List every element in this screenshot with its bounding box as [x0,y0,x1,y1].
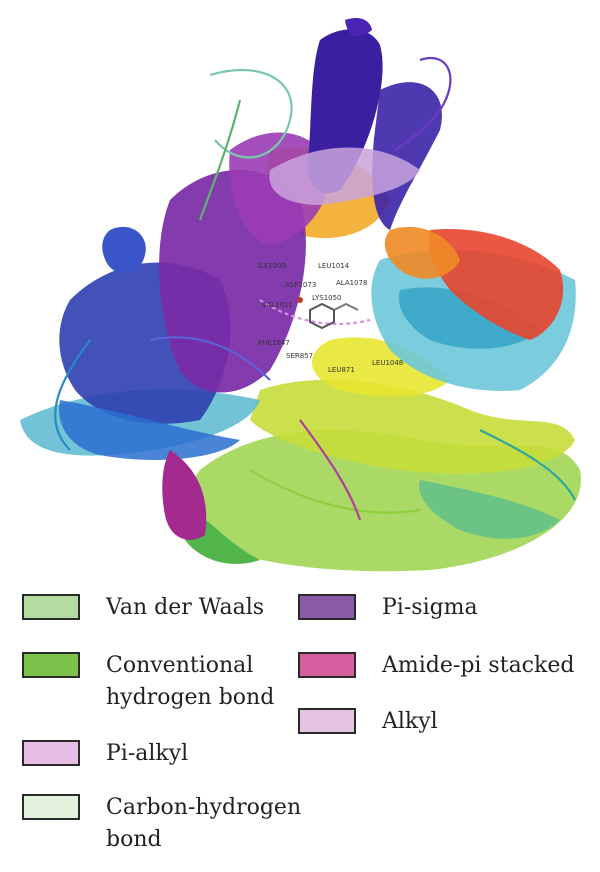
legend-item-amide-pi-stacked: Amide-pi stacked [298,650,574,682]
legend-label: Conventional hydrogen bond [106,653,275,710]
residue-label: LEU1048 [372,359,403,367]
legend-label: Amide-pi stacked [382,653,575,678]
residue-label: PHE1047 [258,339,290,347]
legend-item-conventional-hydrogen-bond: Conventional hydrogen bond [22,650,286,714]
legend-item-van-der-waals: Van der Waals [22,592,264,624]
green-domain [180,337,581,572]
legend-item-alkyl: Alkyl [298,706,438,738]
indigo-helix [269,18,442,230]
coil-loops [54,57,576,521]
legend-swatch [22,652,80,678]
legend-label: Pi-alkyl [106,741,189,766]
ligand [297,297,359,330]
residue-label: ASP1073 [285,281,316,289]
legend-swatch [22,740,80,766]
legend-label: Van der Waals [106,595,265,620]
legend-item-pi-alkyl: Pi-alkyl [22,738,188,770]
residue-label: LEU871 [328,366,355,374]
residue-label: ALA1078 [336,279,367,287]
legend-swatch [22,794,80,820]
legend-label: Carbon-hydrogen bond [106,795,302,852]
legend-item-pi-sigma: Pi-sigma [298,592,478,624]
residue-label: ILE1005 [258,262,286,270]
legend-item-carbon-hydrogen-bond: Carbon-hydrogen bond [22,792,306,856]
residue-label: LEU1014 [318,262,350,270]
legend-swatch [298,594,356,620]
legend-label: Alkyl [382,709,438,734]
residue-label: LYS1050 [312,294,342,302]
legend-swatch [298,652,356,678]
legend-swatch [298,708,356,734]
residue-label: VAL1011 [262,301,293,309]
residue-label: SER857 [286,352,313,360]
legend-label: Pi-sigma [382,595,478,620]
legend-swatch [22,594,80,620]
